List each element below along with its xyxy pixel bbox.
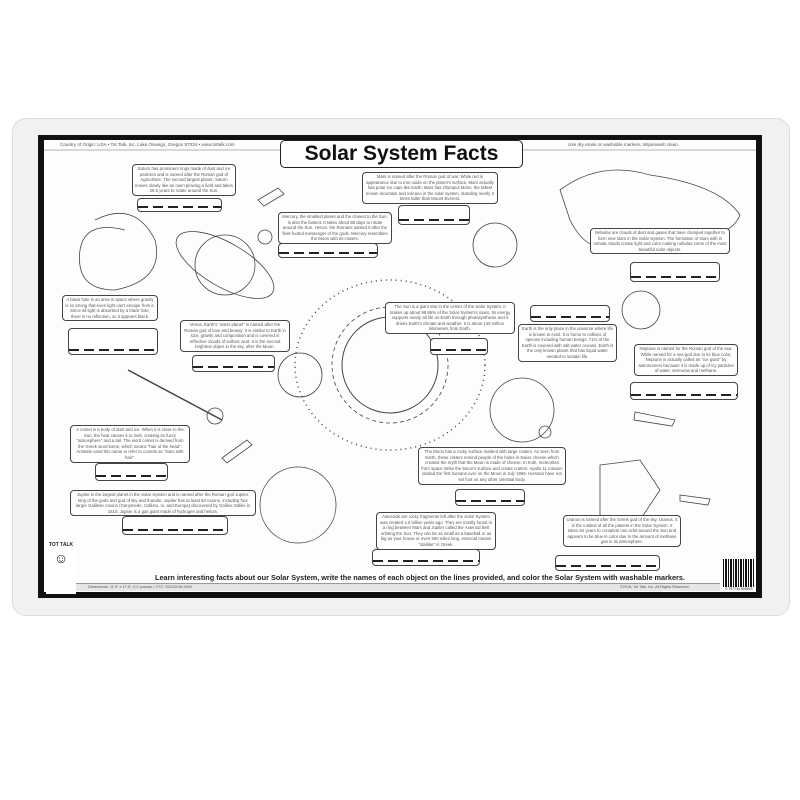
answer-mars[interactable] (398, 205, 470, 225)
answer-venus[interactable] (192, 355, 275, 372)
smiley-icon: ☺ (53, 550, 69, 566)
fact-earth: Earth is the only place in the universe … (518, 324, 617, 362)
fact-sun: The Sun is a giant star in the center of… (385, 302, 515, 334)
answer-uranus[interactable] (555, 555, 660, 571)
saturn-rings (175, 231, 275, 299)
answer-jupiter[interactable] (122, 516, 228, 535)
rocket-drawing (633, 411, 676, 427)
uranus-drawing (599, 459, 661, 521)
barcode-number: 0 797734 606515 (723, 587, 755, 591)
jupiter-drawing (259, 466, 337, 544)
fact-asteroids: Asteroids are rocky fragments left after… (376, 512, 496, 550)
venus-drawing (277, 352, 323, 398)
mercury-drawing (257, 229, 273, 245)
earth-drawing (489, 377, 555, 443)
fact-neptune: Neptune is named for the Roman god of th… (634, 344, 738, 376)
instructions-line: Use dry erase or washable markers. Wipe/… (568, 142, 680, 147)
moon-drawing (538, 425, 552, 439)
asteroid-belt (294, 279, 486, 451)
answer-asteroids[interactable] (372, 549, 480, 566)
origin-line: Country of Origin: USA • Tot Talk, Inc. … (60, 142, 235, 147)
fact-mars: Mars is named after the Roman god of war… (362, 172, 498, 204)
rocket-drawing (257, 187, 285, 207)
barcode: 0 797734 606515 (722, 558, 756, 592)
mars-drawing (472, 222, 518, 268)
black-hole-drawing (79, 212, 157, 291)
fact-black-hole: A black hole is an area in space where g… (62, 295, 158, 322)
copyright-text: ©2016, Tot Talk, Inc. All Rights Reserve… (620, 585, 690, 589)
fact-jupiter: Jupiter is the largest planet in the Sol… (70, 490, 256, 517)
rocket-drawing (679, 494, 711, 506)
page-title: Solar System Facts (280, 140, 523, 168)
answer-mercury[interactable] (278, 243, 378, 258)
answer-comet[interactable] (95, 463, 168, 481)
logo-text: TOT TALK (48, 542, 74, 548)
fact-comet: A comet is a body of dust and ice. When … (70, 425, 190, 463)
neptune-drawing (621, 290, 661, 330)
tot-talk-logo: TOT TALK ☺ (46, 542, 76, 594)
answer-neptune[interactable] (630, 382, 738, 400)
fact-mercury: Mercury, the smallest planet and the clo… (278, 212, 392, 244)
answer-saturn[interactable] (137, 198, 222, 212)
fact-venus: Venus, Earth's "sister planet" is named … (180, 320, 290, 352)
answer-nebula[interactable] (630, 262, 720, 282)
answer-moon[interactable] (455, 489, 525, 506)
rocket-drawing (221, 439, 253, 464)
footer-strip (75, 583, 720, 591)
fact-saturn: Saturn has prominent rings made of dust … (132, 164, 236, 196)
answer-sun[interactable] (430, 338, 488, 355)
saturn-drawing (194, 234, 256, 296)
fact-uranus: Uranus is named after the Greek god of t… (563, 515, 681, 547)
fact-moon: The Moon has a rocky surface marked with… (418, 447, 566, 485)
footer-instructions: Learn interesting facts about our Solar … (155, 573, 685, 582)
comet-drawing (127, 369, 223, 421)
answer-black-hole[interactable] (68, 328, 158, 355)
answer-earth[interactable] (530, 305, 610, 322)
fact-nebula: Nebulas are clouds of dust and gases tha… (590, 228, 730, 255)
dimensions-text: Dimensions: 11.5" x 17.5"; 0.2 pounds • … (88, 585, 193, 589)
